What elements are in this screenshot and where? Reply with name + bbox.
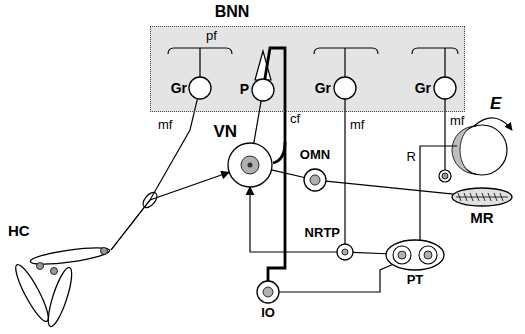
granule-cell: Gr (415, 74, 459, 102)
fiber-label: mf (450, 114, 464, 129)
cell-body (334, 77, 356, 99)
node-label: Gr (415, 80, 431, 96)
node-label: P (240, 81, 249, 97)
cell-body (337, 244, 353, 260)
cell-nucleus (241, 156, 259, 174)
eye-muscle: MR (449, 185, 515, 226)
node-shape (249, 76, 277, 104)
network-ground (150, 26, 465, 112)
fiber-connector (344, 99, 345, 244)
muscle-body (452, 188, 512, 206)
rotation-label: E (490, 94, 501, 114)
node-label: Gr (315, 80, 331, 96)
network-box: BNN Gr P Gr Gr (150, 3, 465, 112)
granule-cell: Gr (171, 74, 214, 102)
node-label: PT (407, 273, 424, 288)
fiber-connector (111, 99, 197, 250)
hair-cell (101, 248, 108, 255)
climbing-fiber-collateral (273, 142, 285, 163)
fiber-connector (111, 172, 229, 250)
nucleus-outline (386, 240, 444, 270)
node-shape (0, 240, 118, 332)
cell-body (189, 77, 211, 99)
node-label: MR (470, 209, 493, 226)
nucleus-circle: IO (254, 278, 282, 321)
cell-nucleus (263, 287, 273, 297)
node-label: OMN (300, 148, 330, 163)
cell-nucleus (342, 249, 348, 255)
cell-nucleus (424, 251, 432, 259)
nucleus-circle: NRTP (305, 226, 356, 263)
eye-lens (452, 126, 476, 174)
cell-body (252, 79, 274, 101)
hair-cell (37, 263, 44, 270)
node-shape (383, 237, 447, 273)
cell-body (228, 143, 272, 187)
nucleus-circle: OMN (300, 148, 330, 194)
node-shape (334, 241, 356, 263)
fiber-connector (353, 252, 386, 253)
node-shape (331, 74, 359, 102)
afferent-cell (439, 170, 451, 182)
fiber-label: mf (158, 118, 172, 133)
fiber-connector (271, 170, 304, 178)
parallel-fiber (412, 48, 458, 77)
parallel-fiber (314, 48, 378, 77)
node-label: HC (8, 222, 30, 239)
cell-body (434, 77, 456, 99)
fiber-connector (279, 265, 393, 292)
fiber-connector (250, 187, 337, 252)
cell-dot (248, 163, 253, 168)
granule-cell: Gr (315, 74, 359, 102)
cell-body (419, 246, 437, 264)
node-shape (186, 74, 214, 102)
cell-nucleus (310, 175, 320, 185)
cell-body (257, 281, 279, 303)
node-shape (254, 278, 282, 306)
node-shape (431, 74, 459, 102)
node-shape (225, 140, 275, 190)
rotation-arrow (474, 118, 512, 130)
hair-cell (51, 268, 58, 275)
canal-loop (11, 261, 53, 324)
node-label: IO (261, 306, 275, 321)
parallel-fiber (168, 48, 232, 77)
muscle-axis (456, 197, 508, 198)
mossy-fiber (444, 99, 445, 170)
semicircular-canals: HC (0, 222, 118, 332)
node-label: Gr (171, 80, 187, 96)
nucleus-circle: VN (213, 122, 275, 190)
fiber-label: pf (206, 29, 217, 44)
canal-loop (44, 265, 76, 328)
cell-nucleus (398, 251, 406, 259)
node-shape (301, 166, 329, 194)
nucleus-pair: PT (383, 237, 447, 288)
node-label: BNN (215, 3, 250, 21)
fiber-label: mf (350, 118, 364, 133)
fiber-connector (254, 101, 261, 143)
fiber-label: cf (290, 112, 300, 127)
purkinje-cell: P (240, 76, 277, 104)
node-label: NRTP (305, 226, 340, 241)
node-shape (449, 185, 515, 209)
afferent-cell-core (442, 173, 448, 179)
retina-label: R (407, 150, 416, 165)
cell-body (304, 169, 326, 191)
canal-anchor (110, 249, 112, 251)
node-label: VN (213, 122, 237, 142)
cell-body (393, 246, 411, 264)
